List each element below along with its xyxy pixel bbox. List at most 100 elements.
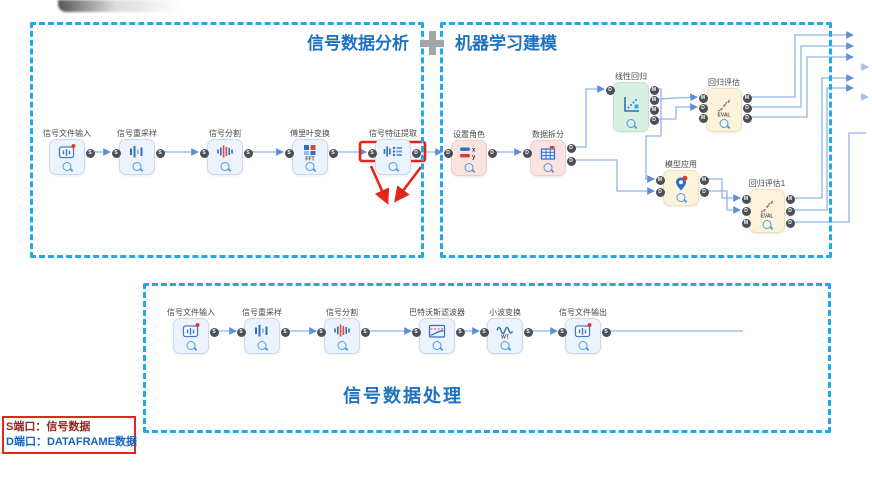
- port-right-D[interactable]: D: [566, 156, 576, 166]
- magnifier-icon[interactable]: [626, 119, 636, 128]
- port-left-D[interactable]: D: [655, 187, 665, 197]
- magnifier-icon[interactable]: [464, 163, 474, 172]
- port-left-M[interactable]: M: [655, 175, 665, 185]
- port-left-D[interactable]: D: [522, 148, 532, 158]
- port-right-M[interactable]: M: [742, 93, 752, 103]
- node-signal-file-input-2[interactable]: 信号文件输入 S: [167, 308, 219, 354]
- port-right-D[interactable]: D: [411, 148, 421, 158]
- port-right-S[interactable]: S: [601, 327, 611, 337]
- node-label: 模型应用: [665, 160, 697, 169]
- port-right-S[interactable]: S: [243, 148, 253, 158]
- port-right-M[interactable]: M: [699, 175, 709, 185]
- port-right-D[interactable]: D: [566, 143, 576, 153]
- port-left-M[interactable]: M: [741, 218, 751, 228]
- port-right-S[interactable]: S: [155, 148, 165, 158]
- magnifier-icon[interactable]: [257, 341, 267, 350]
- magnifier-icon[interactable]: [220, 162, 230, 171]
- port-right-D[interactable]: D: [785, 218, 795, 228]
- port-right-M[interactable]: M: [649, 95, 659, 105]
- port-left-S[interactable]: S: [367, 148, 377, 158]
- group-frame-ml-modeling: 机器学习建模: [440, 22, 832, 258]
- node-signal-feature-extract[interactable]: 信号特征提取 S D: [367, 129, 421, 175]
- node-label: 信号特征提取: [369, 129, 417, 138]
- screenshot-smudge: [58, 0, 183, 12]
- magnifier-icon[interactable]: [578, 341, 588, 350]
- linreg-icon: [620, 94, 642, 116]
- port-right-S[interactable]: S: [209, 327, 219, 337]
- port-right-S[interactable]: S: [280, 327, 290, 337]
- port-right-S[interactable]: S: [523, 327, 533, 337]
- node-label: 信号文件输入: [43, 129, 91, 138]
- port-right-S[interactable]: S: [455, 327, 465, 337]
- plus-icon: [420, 31, 444, 55]
- port-right-D[interactable]: D: [649, 115, 659, 125]
- port-right-D[interactable]: D: [699, 187, 709, 197]
- magnifier-icon[interactable]: [543, 163, 553, 172]
- svg-text:FFT: FFT: [305, 157, 314, 163]
- eval-icon: EVAL: [712, 97, 736, 119]
- magnifier-icon[interactable]: [762, 220, 772, 229]
- group-frame-signal-processing: 信号数据处理: [143, 283, 831, 433]
- butterworth-icon: [427, 322, 447, 340]
- port-right-S[interactable]: S: [85, 148, 95, 158]
- port-right-D[interactable]: D: [742, 103, 752, 113]
- resample-icon: [127, 143, 147, 160]
- port-left-S[interactable]: S: [557, 327, 567, 337]
- signal-file-icon: [181, 322, 201, 339]
- magnifier-icon[interactable]: [305, 162, 315, 171]
- port-right-M[interactable]: M: [649, 85, 659, 95]
- port-left-D[interactable]: D: [443, 148, 453, 158]
- magnifier-icon[interactable]: [719, 119, 729, 128]
- magnifier-icon[interactable]: [676, 193, 686, 202]
- magnifier-icon[interactable]: [337, 341, 347, 350]
- magnifier-icon[interactable]: [388, 162, 398, 171]
- port-left-S[interactable]: S: [236, 327, 246, 337]
- node-butterworth-filter[interactable]: 巴特沃斯滤波器 S S: [409, 308, 465, 354]
- port-left-S[interactable]: S: [479, 327, 489, 337]
- magnifier-icon[interactable]: [132, 162, 142, 171]
- port-left-S[interactable]: S: [316, 327, 326, 337]
- port-right-D[interactable]: D: [487, 148, 497, 158]
- port-right-S[interactable]: S: [360, 327, 370, 337]
- port-right-M[interactable]: M: [785, 194, 795, 204]
- port-left-S[interactable]: S: [199, 148, 209, 158]
- magnifier-icon[interactable]: [500, 341, 510, 350]
- port-right-S[interactable]: S: [328, 148, 338, 158]
- node-label: 巴特沃斯滤波器: [409, 308, 465, 317]
- svg-text:EVAL: EVAL: [761, 214, 774, 220]
- port-left-S[interactable]: S: [111, 148, 121, 158]
- svg-text:WT: WT: [501, 335, 509, 341]
- port-left-D[interactable]: D: [741, 206, 751, 216]
- port-left-S[interactable]: S: [284, 148, 294, 158]
- port-left-M[interactable]: M: [741, 194, 751, 204]
- node-label: 信号文件输入: [167, 308, 215, 317]
- legend-line-d: D端口：DATAFRAME数据: [6, 436, 137, 448]
- port-left-M[interactable]: M: [698, 113, 708, 123]
- port-left-D[interactable]: D: [698, 103, 708, 113]
- magnifier-icon[interactable]: [186, 341, 196, 350]
- port-left-M[interactable]: M: [698, 93, 708, 103]
- magnifier-icon[interactable]: [432, 341, 442, 350]
- port-left-D[interactable]: D: [605, 85, 615, 95]
- port-right-D[interactable]: D: [785, 206, 795, 216]
- magnifier-icon[interactable]: [62, 162, 72, 171]
- eval-icon: EVAL: [755, 198, 779, 220]
- port-left-S[interactable]: S: [411, 327, 421, 337]
- node-signal-file-input-1[interactable]: 信号文件输入 S: [43, 129, 95, 175]
- port-right-M[interactable]: M: [649, 105, 659, 115]
- port-right-D[interactable]: D: [742, 113, 752, 123]
